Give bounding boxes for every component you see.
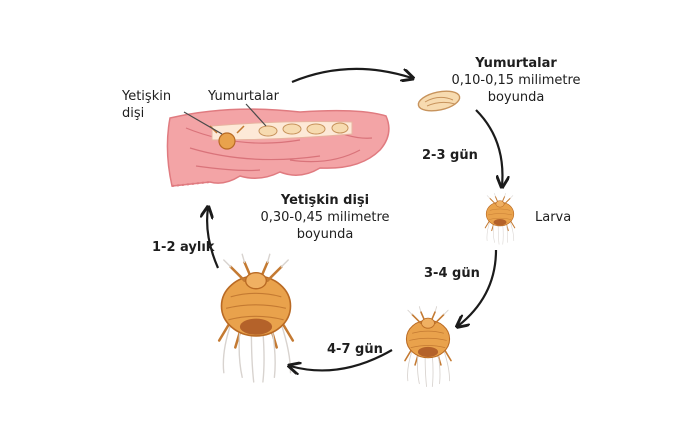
label-eggs-top: Yumurtalar [208, 89, 279, 104]
larva-illustration [484, 192, 516, 245]
adult-mite-illustration [217, 252, 295, 384]
label-larva: Larva [535, 210, 572, 225]
egg-illustration [417, 90, 461, 112]
label-adult-female-center-title: Yetişkin dişi [280, 193, 370, 208]
label-stage-1-2-months: 1-2 aylık [152, 240, 215, 255]
label-eggs-right-desc: 0,10-0,15 milimetre boyunda [451, 73, 581, 105]
label-adult-female-center-desc: 0,30-0,45 milimetre boyunda [260, 210, 390, 242]
label-stage-3-4-days: 3-4 gün [424, 266, 480, 281]
leader-line-eggs [245, 103, 267, 127]
arrow-nymph-to-adult [290, 349, 393, 370]
label-eggs-right-title: Yumurtalar [475, 56, 557, 71]
label-stage-4-7-days: 4-7 gün [327, 342, 383, 357]
leader-line-adult [183, 111, 223, 135]
arrow-adult-to-skin [207, 208, 220, 269]
label-stage-2-3-days: 2-3 gün [422, 148, 478, 163]
arrow-to-eggs [291, 67, 412, 84]
nymph-illustration [404, 305, 452, 388]
label-adult-female-top: Yetişkin dişi [122, 89, 172, 121]
skin-section-illustration [166, 108, 390, 187]
arrow-larva-to-nymph [458, 249, 498, 326]
arrow-eggs-to-larva [475, 109, 502, 186]
